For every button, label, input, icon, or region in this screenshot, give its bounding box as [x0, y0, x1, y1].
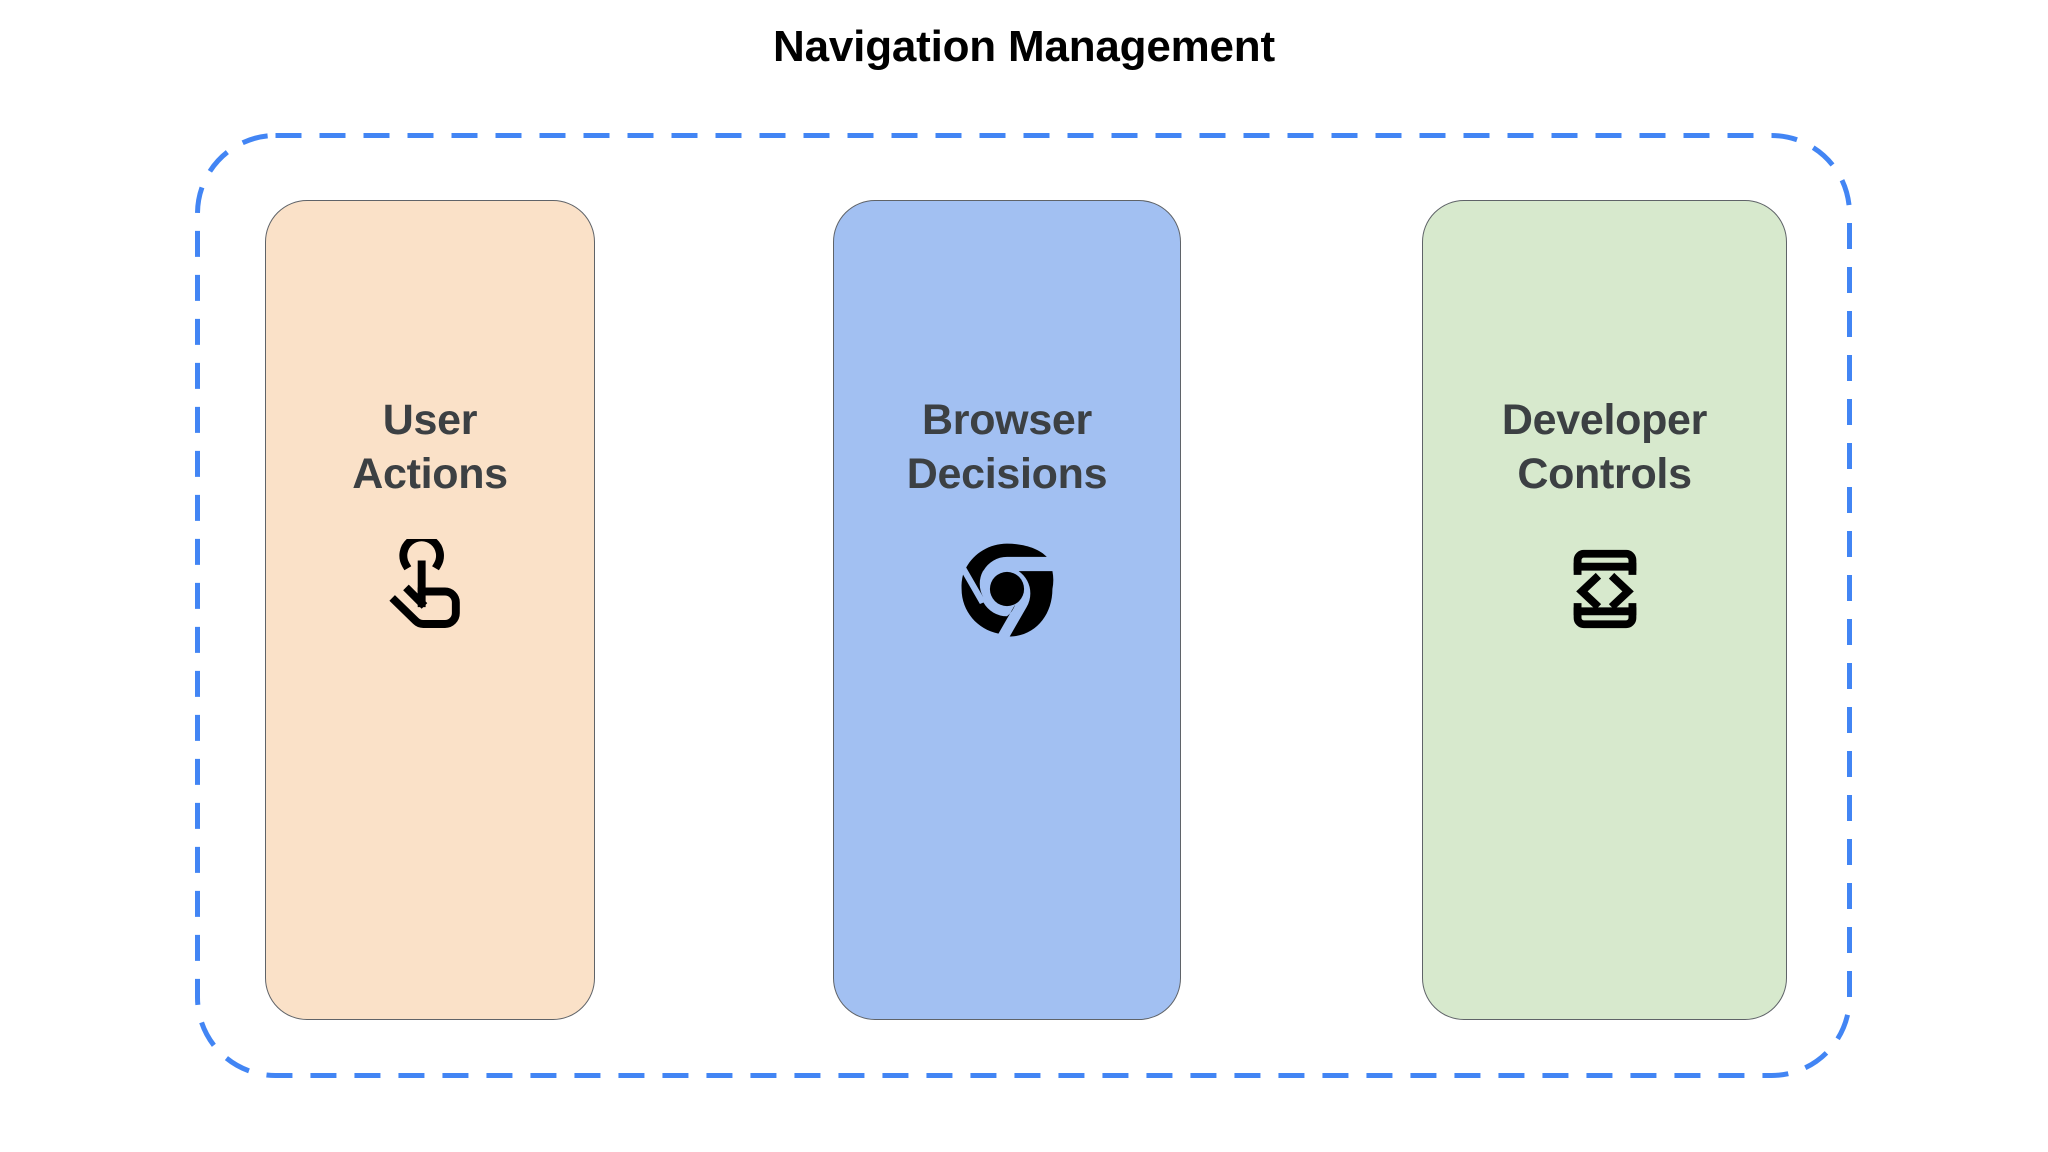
card-user-actions-label: User Actions — [352, 396, 508, 499]
chrome-logo-icon-glyph — [961, 543, 1054, 637]
category-card-row: User Actions Browser Decisions — [0, 200, 2048, 1020]
page-title: Navigation Management — [773, 22, 1275, 71]
card-developer-controls-label: Developer Controls — [1501, 396, 1708, 499]
developer-mode-icon-glyph — [1573, 550, 1636, 629]
touch-app-icon-glyph — [389, 539, 460, 629]
card-browser-decisions-label: Browser Decisions — [906, 396, 1108, 499]
card-developer-controls[interactable]: Developer Controls — [1422, 200, 1787, 1020]
card-browser-decisions[interactable]: Browser Decisions — [833, 200, 1181, 1020]
card-user-actions[interactable]: User Actions — [265, 200, 595, 1020]
touch-app-icon — [378, 537, 482, 641]
chrome-logo-icon — [955, 537, 1059, 641]
developer-mode-icon — [1553, 537, 1657, 641]
